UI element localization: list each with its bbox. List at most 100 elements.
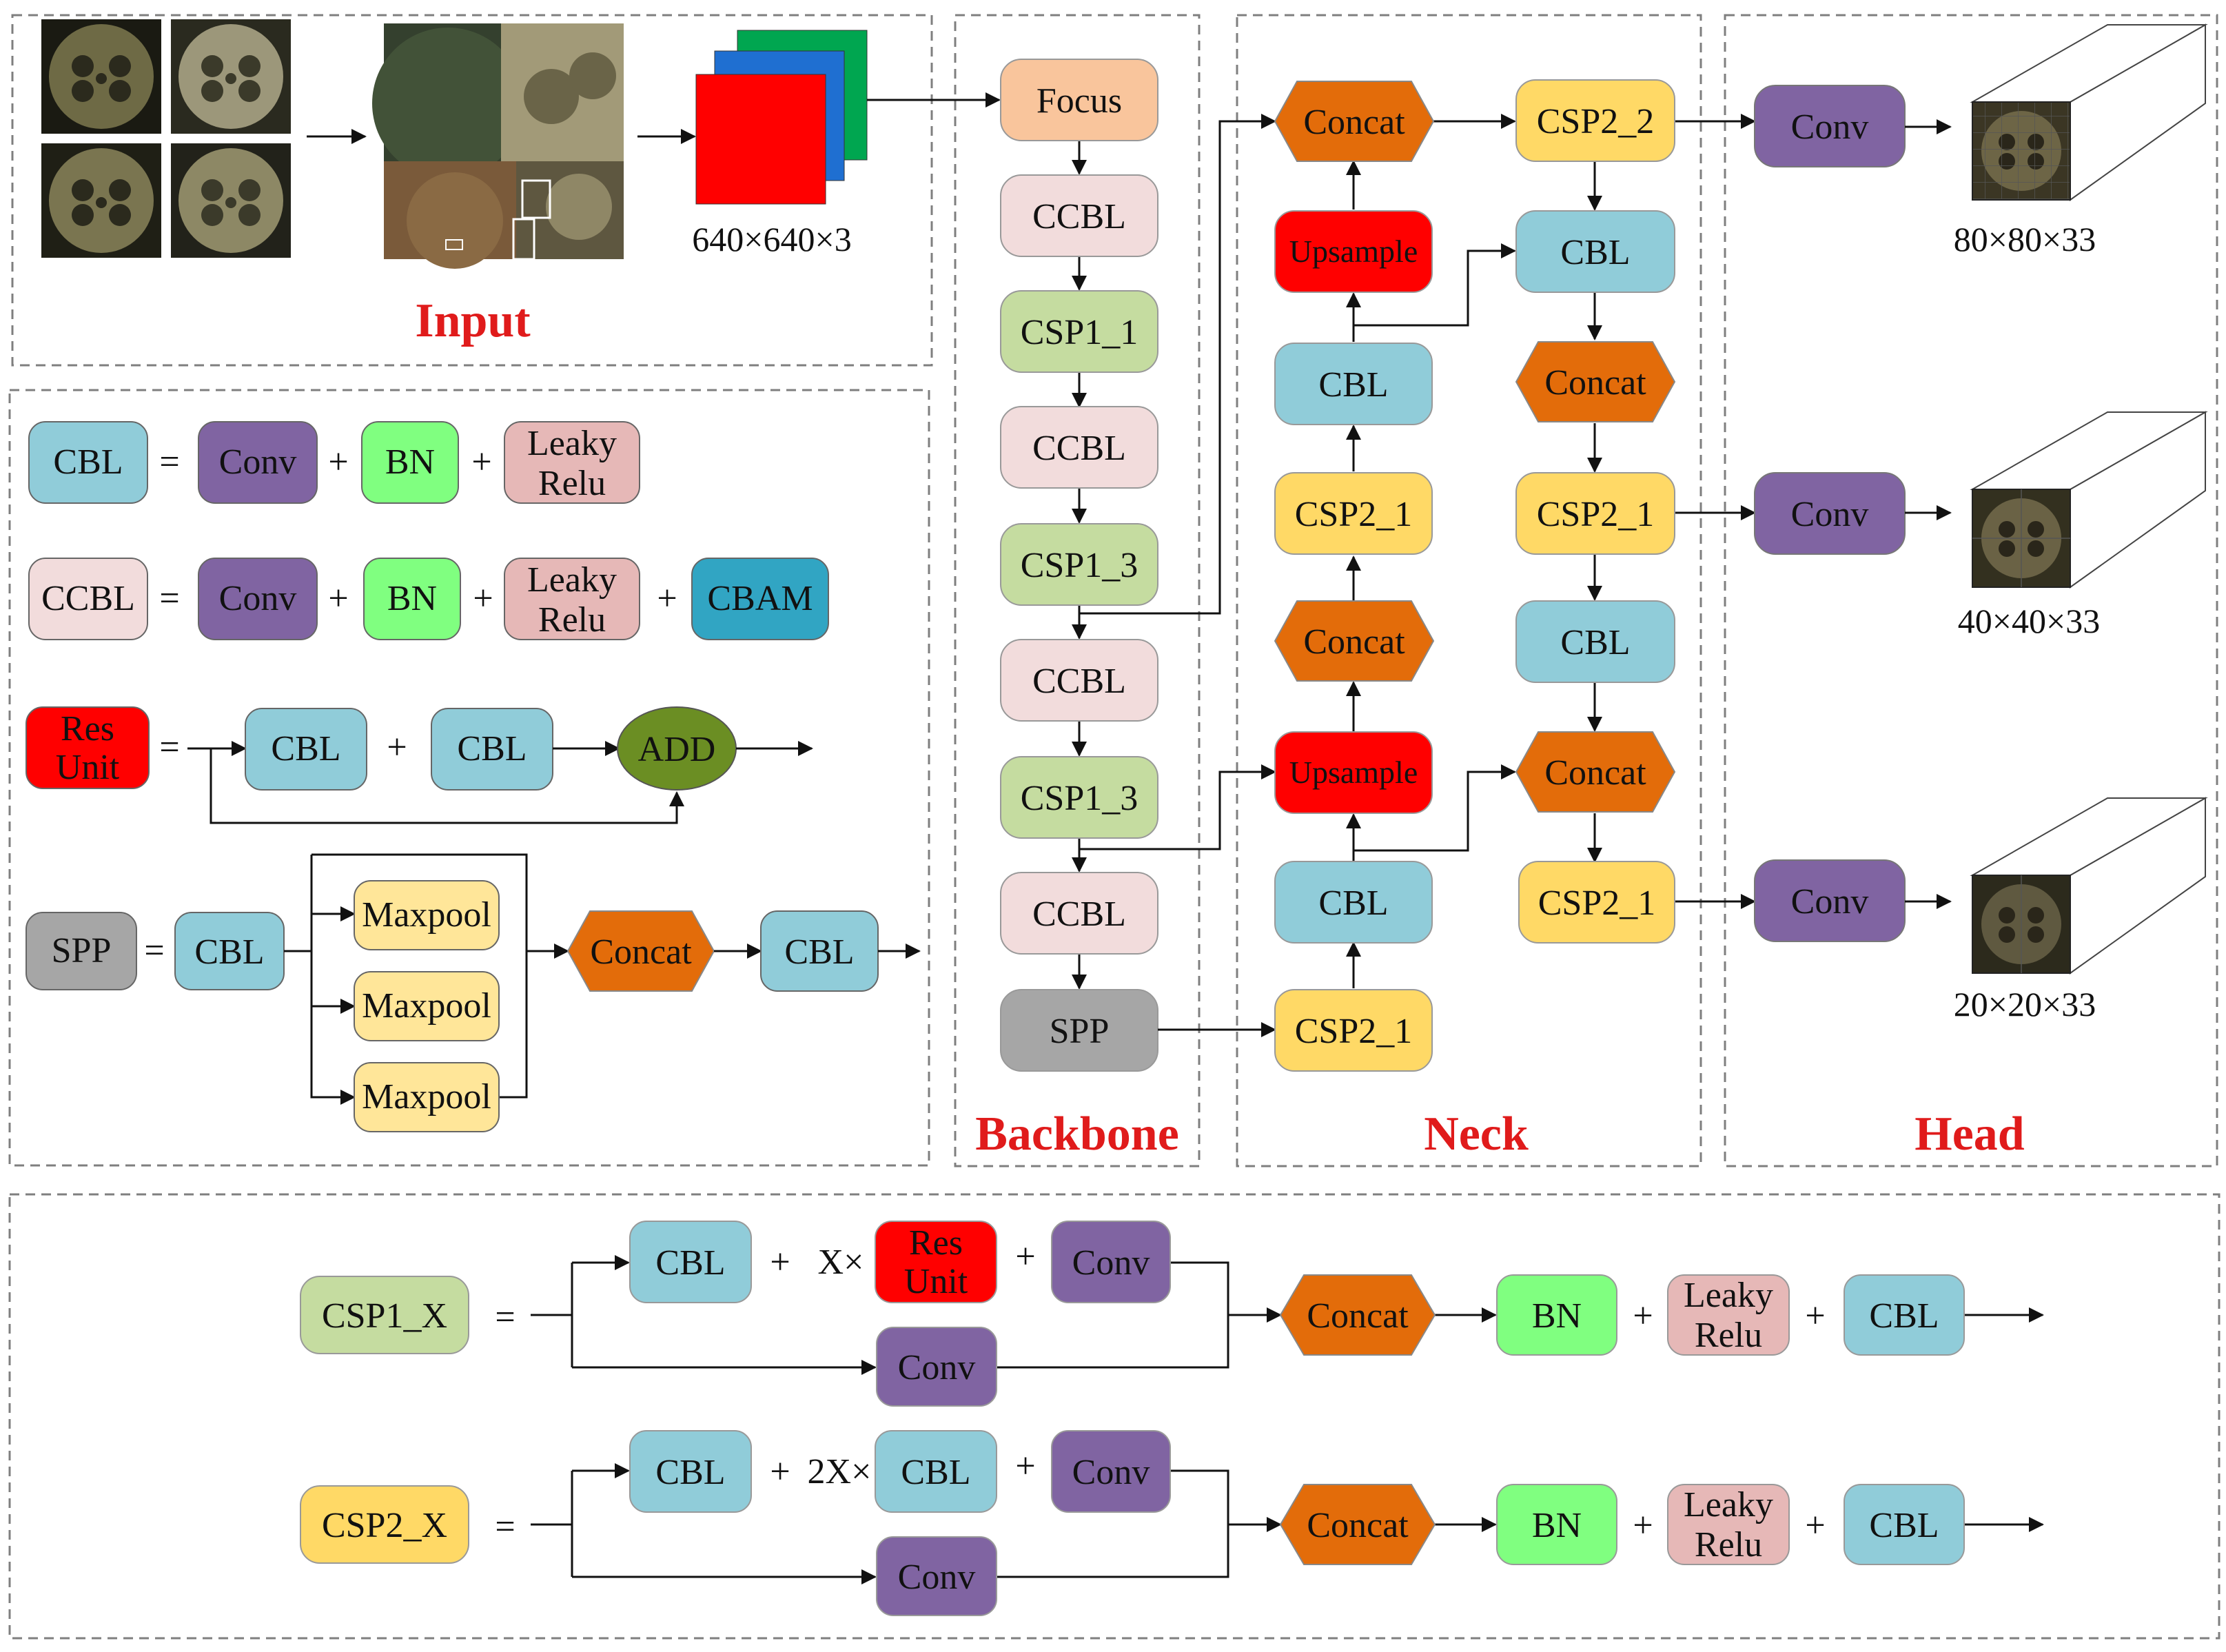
neck-csp2-1-a-block xyxy=(1274,472,1433,555)
head-output-3-cube xyxy=(1970,797,2208,975)
input-section-frame xyxy=(11,14,933,367)
csp1-def-res-line2: Unit xyxy=(904,1262,968,1301)
input-image-3 xyxy=(41,143,161,258)
neck-concat-right-label: Concat xyxy=(1544,363,1646,402)
csp2-def-mult: 2X× xyxy=(808,1452,872,1491)
csp1-def-cbl-out-label: CBL xyxy=(1869,1296,1939,1336)
csp1-definition-row: CSP1_X = CBL + X× Res Unit + Conv Conv C… xyxy=(300,1221,2044,1407)
legend-cbl-block xyxy=(28,421,148,504)
csp1-def-conv-bottom-label: Conv xyxy=(898,1348,976,1387)
legend-ccbl-plus-3: + xyxy=(657,579,677,618)
backbone-ccbl-1-label: CCBL xyxy=(1032,197,1126,236)
input-image-2 xyxy=(171,19,291,134)
csp1-def-conv-top-label: Conv xyxy=(1072,1243,1150,1283)
legend-ccbl-plus-2: + xyxy=(473,579,493,618)
csp2-def-cbl-label: CBL xyxy=(655,1453,725,1492)
legend-cbl-leaky-block xyxy=(504,421,640,504)
backbone-focus-block xyxy=(1000,59,1158,141)
backbone-ccbl-4-block xyxy=(1000,872,1158,955)
csp2-def-conv-bottom-block xyxy=(876,1536,997,1616)
neck-cbl-right-label: CBL xyxy=(1560,233,1630,272)
legend-ccbl-plus-1: + xyxy=(328,579,348,618)
legend-ccbl-leaky-line2: Relu xyxy=(538,600,606,640)
mosaic-image xyxy=(372,23,624,269)
csp2-def-cbl-block xyxy=(629,1430,752,1513)
legend-spp-maxpool2-label: Maxpool xyxy=(362,986,491,1026)
neck-csp2-1-b-block xyxy=(1274,989,1433,1072)
legend-ccbl-equals: = xyxy=(159,579,179,618)
csp2-def-conv-top-block xyxy=(1051,1430,1171,1513)
csp2-def-leaky-line1: Leaky xyxy=(1684,1485,1773,1524)
head-output-2-cube xyxy=(1970,411,2208,589)
csp2-def-leaky-line2: Relu xyxy=(1695,1525,1762,1564)
legend-cbl-conv-label: Conv xyxy=(219,442,297,482)
backbone-ccbl-3-label: CCBL xyxy=(1032,662,1126,701)
backbone-focus-label: Focus xyxy=(1037,81,1122,121)
csp1-def-conv-bottom-block xyxy=(876,1327,997,1407)
csp2-def-conv-top-label: Conv xyxy=(1072,1453,1150,1492)
legend-ccbl-cbam-block xyxy=(691,558,829,640)
legend-res-cbl1-block xyxy=(245,708,367,791)
neck-connectors xyxy=(1079,114,1756,1037)
csp1-def-cbl-block xyxy=(629,1221,752,1303)
legend-spp-label: SPP xyxy=(52,931,112,970)
legend-cbl-equals: = xyxy=(159,442,179,482)
legend-cbl-leaky-line2: Relu xyxy=(538,464,606,503)
neck-cbl-left2-block xyxy=(1274,861,1433,944)
legend-cbl-conv-block xyxy=(198,421,318,504)
legend-ccbl-leaky-block xyxy=(504,558,640,640)
csp2-def-equals: = xyxy=(495,1507,515,1547)
backbone-spp-label: SPP xyxy=(1050,1012,1110,1051)
neck-cbl-right2-block xyxy=(1515,600,1675,683)
legend-ccbl-label: CCBL xyxy=(41,579,135,618)
neck-cbl-left2-label: CBL xyxy=(1318,884,1388,923)
backbone-ccbl-1-block xyxy=(1000,174,1158,257)
csp1-def-lhs-block xyxy=(300,1276,469,1354)
legend-res-cbl2-label: CBL xyxy=(457,729,527,768)
csp2-def-bn-block xyxy=(1496,1484,1617,1565)
head-conv-3-label: Conv xyxy=(1791,882,1869,921)
backbone-csp1-3-b-label: CSP1_3 xyxy=(1021,779,1138,818)
csp1-def-res-line1: Res xyxy=(909,1223,963,1263)
backbone-ccbl-3-block xyxy=(1000,639,1158,722)
csp2-def-lhs-block xyxy=(300,1485,469,1564)
head-output-2-size: 40×40×33 xyxy=(1958,602,2100,640)
neck-right-column: CSP2_2 CBL Concat CSP2_1 CBL Concat CSP2… xyxy=(1515,79,1676,944)
legend-res-add-label: ADD xyxy=(638,730,716,769)
csp1-def-leaky-line1: Leaky xyxy=(1684,1276,1773,1315)
csp1-def-concat-label: Concat xyxy=(1307,1296,1409,1336)
csp1-def-lhs-label: CSP1_X xyxy=(322,1296,447,1336)
backbone-column: Focus CCBL CSP1_1 CCBL CSP1_3 CCBL CSP1_… xyxy=(1000,59,1158,1072)
csp2-def-conv-bottom-label: Conv xyxy=(898,1558,976,1597)
legend-cbl-label: CBL xyxy=(53,442,123,482)
legend-spp-concat-label: Concat xyxy=(590,932,692,972)
head-column: Conv Conv Conv xyxy=(1754,23,2208,1023)
backbone-csp1-3-a-label: CSP1_3 xyxy=(1021,546,1138,585)
csp2-def-plus-1: + xyxy=(770,1452,790,1491)
neck-upsample-top-label: Upsample xyxy=(1289,234,1418,269)
neck-concat-right2-label: Concat xyxy=(1544,753,1646,793)
neck-concat-right-node xyxy=(1515,341,1676,422)
legend-spp-block xyxy=(25,912,137,990)
legend-cbl-plus-1: + xyxy=(328,442,348,482)
neck-cbl-left-block xyxy=(1274,343,1433,425)
csp2-definition-row: CSP2_X = CBL + 2X× CBL + Conv Conv Conca… xyxy=(300,1430,2044,1616)
csp1-def-bn-block xyxy=(1496,1274,1617,1356)
legend-section-frame xyxy=(8,389,930,1167)
legend-cbl-bn-label: BN xyxy=(385,442,435,482)
csp2-def-plus-4: + xyxy=(1805,1506,1825,1545)
legend-res-skip-arrow xyxy=(210,748,684,824)
neck-csp2-2-block xyxy=(1515,79,1675,162)
neck-concat-right2-node xyxy=(1515,731,1676,813)
head-conv-2-label: Conv xyxy=(1791,495,1869,534)
head-section-frame xyxy=(1724,14,2218,1167)
neck-section-frame xyxy=(1236,14,1702,1167)
neck-csp2-1-d-block xyxy=(1518,861,1675,944)
legend-res-line1: Res xyxy=(61,709,114,748)
neck-csp2-1-c-block xyxy=(1515,472,1675,555)
legend-spp-equals: = xyxy=(144,931,164,970)
legend-ccbl-row: CCBL = Conv + BN + Leaky Relu + CBAM xyxy=(28,558,829,640)
backbone-title: Backbone xyxy=(975,1108,1179,1161)
